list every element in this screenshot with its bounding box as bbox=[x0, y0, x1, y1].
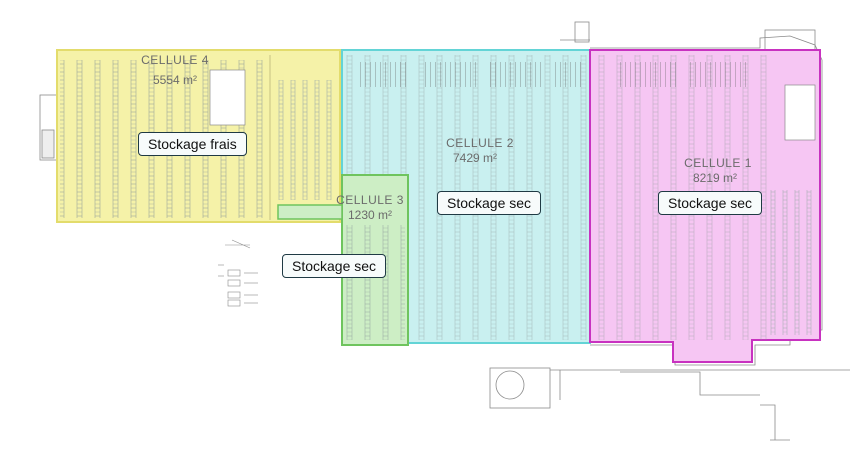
cell-1-name: CELLULE 1 bbox=[684, 156, 752, 170]
cell-1-usage-tag: Stockage sec bbox=[658, 191, 763, 215]
cell-4-usage-tag: Stockage frais bbox=[138, 132, 247, 156]
cell-2-name: CELLULE 2 bbox=[446, 136, 514, 150]
cell-3-name: CELLULE 3 bbox=[336, 193, 404, 207]
cell-3-usage-tag: Stockage sec bbox=[282, 254, 387, 278]
cell-2-area: 7429 m² bbox=[453, 151, 497, 165]
plan-legend-block bbox=[218, 239, 258, 307]
cell-3-area: 1230 m² bbox=[348, 208, 392, 222]
cell-4-name: CELLULE 4 bbox=[141, 53, 209, 67]
cell-2-usage-tag: Stockage sec bbox=[437, 191, 542, 215]
cell-4-area: 5554 m² bbox=[153, 73, 197, 87]
cell-1-area: 8219 m² bbox=[693, 171, 737, 185]
